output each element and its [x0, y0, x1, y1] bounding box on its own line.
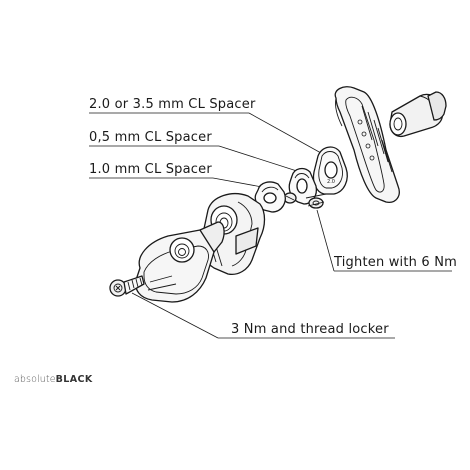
- label-tighten: Tighten with 6 Nm: [316, 209, 457, 272]
- front-screw: [109, 275, 145, 297]
- leader-thread-locker: [131, 292, 219, 339]
- leader-spacer-large: [248, 112, 331, 159]
- label-thread-locker: 3 Nm and thread locker: [131, 292, 395, 339]
- barrel-nut: [389, 91, 447, 138]
- spacer-marking: 2.0: [327, 179, 335, 185]
- label-spacer-large-text: 2.0 or 3.5 mm CL Spacer: [89, 97, 256, 112]
- brand-logo-part2: BLACK: [55, 374, 93, 385]
- label-spacer-10: 1.0 mm CL Spacer: [89, 162, 263, 188]
- label-spacer-05: 0,5 mm CL Spacer: [89, 130, 301, 173]
- tighten-bolt: [283, 192, 327, 209]
- label-thread-locker-text: 3 Nm and thread locker: [231, 322, 389, 337]
- spacer-05: [288, 167, 318, 205]
- leader-tighten: [316, 209, 335, 272]
- clamp-bracket: [334, 86, 400, 203]
- label-spacer-large: 2.0 or 3.5 mm CL Spacer: [89, 97, 331, 159]
- front-clamp: [134, 221, 225, 303]
- mount-housing: [200, 193, 266, 276]
- label-tighten-text: Tighten with 6 Nm: [333, 255, 457, 270]
- brand-logo: absoluteBLACK: [14, 374, 93, 385]
- leader-spacer-05: [218, 145, 301, 173]
- brand-logo-part1: absolute: [14, 374, 56, 385]
- leader-spacer-10: [212, 177, 263, 188]
- label-spacer-05-text: 0,5 mm CL Spacer: [89, 130, 212, 145]
- label-spacer-10-text: 1.0 mm CL Spacer: [89, 162, 212, 177]
- spacer-large: 2.0: [312, 146, 348, 195]
